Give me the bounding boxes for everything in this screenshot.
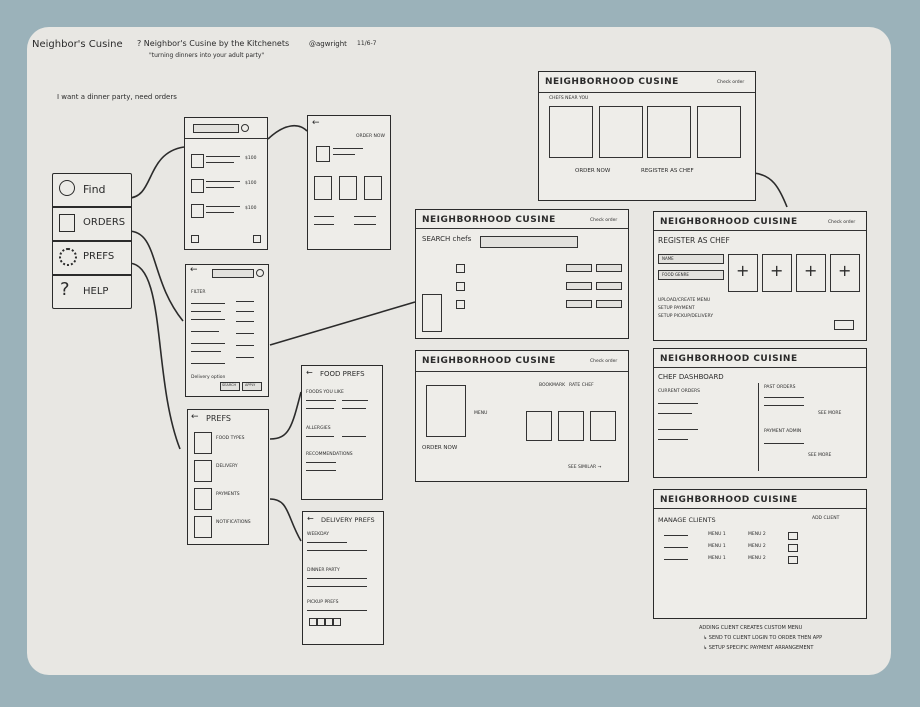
nav-item-find[interactable]: Find: [57, 178, 129, 204]
nav-item-help[interactable]: ? HELP: [60, 279, 109, 300]
back-arrow-icon[interactable]: ←: [306, 368, 313, 377]
mail-icon[interactable]: [788, 532, 798, 540]
search-input[interactable]: [212, 269, 254, 278]
search-icon: [59, 180, 75, 196]
back-arrow-icon[interactable]: ←: [307, 514, 314, 523]
mobile-prefs: ← PREFS FOOD TYPES DELIVERY PAYMENTS NOT…: [187, 409, 269, 545]
back-arrow-icon[interactable]: ←: [191, 412, 199, 422]
title-note: I want a dinner party, need orders: [57, 93, 177, 101]
chef-card[interactable]: [599, 106, 643, 158]
search-icon: [241, 124, 249, 132]
flow-connectors: [127, 124, 788, 542]
footnote-line3: ↳ SETUP SPECIFIC PAYMENT ARRANGEMENT: [703, 645, 814, 651]
filter-checkbox[interactable]: [456, 300, 465, 309]
desktop-chef-dashboard: NEIGHBORHOOD CUISINE CHEF DASHBOARD CURR…: [653, 348, 867, 478]
title-date: 11/6-7: [357, 40, 377, 47]
food-types-icon[interactable]: [194, 432, 212, 454]
chef-avatar: [191, 204, 204, 218]
chef-card[interactable]: [647, 106, 691, 158]
desktop-chef-detail: NEIGHBORHOOD CUSINE Check order BOOKMARK…: [415, 350, 629, 482]
title-handle: @agwright: [309, 40, 347, 48]
search-button[interactable]: SEARCH: [220, 382, 240, 391]
dish-photo[interactable]: [339, 176, 357, 200]
dish-photo[interactable]: [558, 411, 584, 441]
desktop-manage-clients: NEIGHBORHOOD CUISINE MANAGE CLIENTS ADD …: [653, 489, 867, 619]
desktop-search-chefs: NEIGHBORHOOD CUSINE Check order SEARCH c…: [415, 209, 629, 339]
title-question: ? Neighbor's Cusine by the Kitchenets: [137, 39, 290, 48]
food-genre-select[interactable]: FOOD GENRE: [658, 270, 724, 280]
upload-plus-icon[interactable]: +: [728, 254, 758, 292]
dish-photo[interactable]: [590, 411, 616, 441]
chef-photo: [426, 385, 466, 437]
upload-plus-icon[interactable]: +: [796, 254, 826, 292]
dish-photo[interactable]: [364, 176, 382, 200]
desktop-landing: NEIGHBORHOOD CUSINE Check order CHEFS NE…: [538, 71, 756, 201]
nav-item-orders[interactable]: ORDERS: [57, 211, 129, 237]
upload-plus-icon[interactable]: +: [830, 254, 860, 292]
footnote-line2: ↳ SEND TO CLIENT LOGIN TO ORDER THEN APP: [703, 635, 823, 641]
chef-photo[interactable]: [422, 294, 442, 332]
whiteboard: Neighbor's Cusine ? Neighbor's Cusine by…: [27, 27, 891, 675]
mobile-search-results: $100 $100 $100: [184, 117, 268, 250]
delivery-icon[interactable]: [194, 460, 212, 482]
search-chefs-input[interactable]: [480, 236, 578, 248]
mobile-filter: ← FILTER Delivery option SEARCH APPLY: [185, 264, 269, 397]
gear-icon: [59, 248, 77, 266]
title-left: Neighbor's Cusine: [32, 39, 123, 50]
bookmark-icon[interactable]: [191, 235, 199, 243]
mobile-chef-detail: ← ORDER NOW: [307, 115, 391, 250]
nav-menu: Find ORDERS PREFS ? HELP: [52, 173, 132, 309]
footnote-line1: ADDING CLIENT CREATES CUSTOM MENU: [699, 625, 803, 631]
title-subtitle: "turning dinners into your adult party": [149, 52, 265, 59]
mobile-delivery-prefs: ← DELIVERY PREFS WEEKDAY DINNER PARTY PI…: [302, 511, 384, 645]
apply-button[interactable]: APPLY: [242, 382, 262, 391]
chef-card[interactable]: [549, 106, 593, 158]
back-arrow-icon[interactable]: ←: [190, 265, 198, 275]
name-input[interactable]: NAME: [658, 254, 724, 264]
chef-avatar: [191, 154, 204, 168]
nav-item-prefs[interactable]: PREFS: [57, 245, 129, 271]
notifications-icon[interactable]: [194, 516, 212, 538]
question-icon: ?: [60, 279, 70, 300]
upload-plus-icon[interactable]: +: [762, 254, 792, 292]
share-icon[interactable]: [253, 235, 261, 243]
payments-icon[interactable]: [194, 488, 212, 510]
next-button[interactable]: [834, 320, 854, 330]
chef-card[interactable]: [697, 106, 741, 158]
mobile-food-prefs: ← FOOD PREFS FOODS YOU LIKE ALLERGIES RE…: [301, 365, 383, 500]
search-input[interactable]: [193, 124, 239, 133]
desktop-register-chef: NEIGHBORHOOD CUISINE Check order REGISTE…: [653, 211, 867, 341]
mail-icon[interactable]: [788, 556, 798, 564]
list-icon: [59, 214, 75, 232]
search-icon: [256, 269, 264, 277]
filter-checkbox[interactable]: [456, 264, 465, 273]
chef-photo: [316, 146, 330, 162]
chef-avatar: [191, 179, 204, 193]
dish-photo[interactable]: [526, 411, 552, 441]
filter-checkbox[interactable]: [456, 282, 465, 291]
back-arrow-icon[interactable]: ←: [312, 118, 320, 128]
dish-photo[interactable]: [314, 176, 332, 200]
mail-icon[interactable]: [788, 544, 798, 552]
